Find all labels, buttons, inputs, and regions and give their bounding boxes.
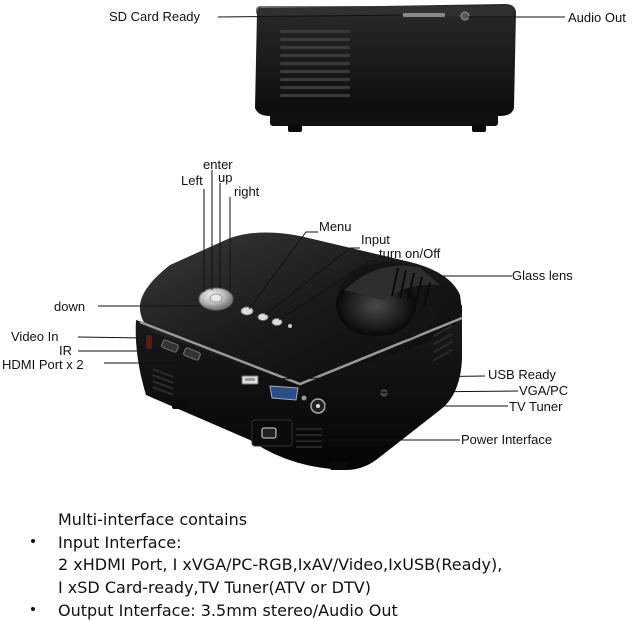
label-right: right — [234, 184, 260, 199]
label-up: up — [218, 170, 233, 185]
input-interface-line: I xSD Card-ready,TV Tuner(ATV or DTV) — [58, 578, 371, 597]
label-power-button: turn on/Off — [379, 246, 441, 261]
label-tv-tuner: TV Tuner — [509, 399, 563, 414]
label-left: Left — [181, 173, 203, 188]
bullet-icon — [30, 538, 38, 546]
projector-front-view — [135, 232, 463, 470]
label-menu: Menu — [319, 219, 352, 234]
projector-rear-view — [255, 4, 516, 132]
label-ir: IR — [59, 343, 72, 358]
bullet-icon — [30, 606, 38, 614]
label-sd-card: SD Card Ready — [109, 9, 201, 24]
description-heading: Multi-interface contains — [58, 510, 248, 529]
label-down: down — [54, 299, 86, 314]
label-video-in: Video In — [11, 329, 59, 344]
leader-lines — [77, 14, 565, 441]
input-interface-title: Input Interface: — [58, 533, 182, 552]
label-power-interface: Power Interface — [461, 432, 553, 447]
label-usb: USB Ready — [488, 367, 556, 382]
label-enter: enter — [203, 157, 233, 172]
output-interface-title: Output Interface: 3.5mm stereo/Audio Out — [58, 601, 398, 620]
label-vga: VGA/PC — [519, 383, 569, 398]
projector-illustration — [77, 4, 565, 470]
input-interface-line: 2 xHDMI Port, I xVGA/PC-RGB,IxAV/Video,I… — [58, 555, 503, 574]
label-input: Input — [361, 232, 390, 247]
label-glass-lens: Glass lens — [512, 268, 573, 283]
label-hdmi: HDMI Port x 2 — [2, 357, 84, 372]
label-audio-out: Audio Out — [568, 10, 626, 25]
